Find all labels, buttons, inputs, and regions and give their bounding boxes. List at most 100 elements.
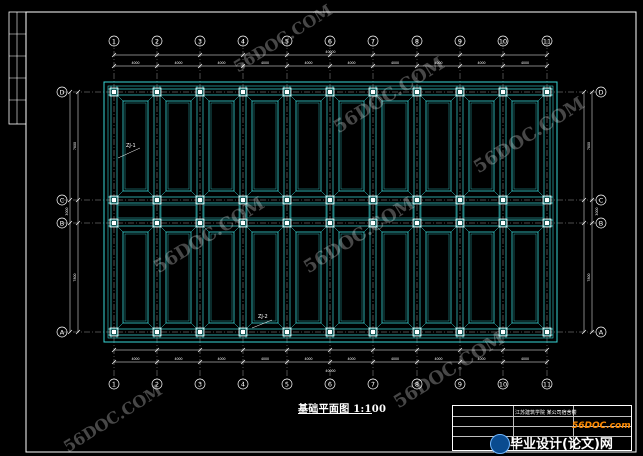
dimension-tick (327, 52, 333, 58)
dimension-text: 3000 (595, 207, 599, 215)
column (155, 198, 159, 202)
column (458, 90, 462, 94)
plan-layer: 4000400040004000400040004000400040004000… (56, 35, 607, 390)
axis-bubble (367, 35, 379, 47)
column (328, 221, 332, 225)
footing-panel (383, 233, 407, 322)
dimension-tick (581, 329, 587, 335)
column (545, 198, 549, 202)
footing-panel (468, 231, 495, 324)
dimension-tick (500, 347, 506, 353)
dimension-tick (111, 347, 117, 353)
dimension-tick (457, 63, 463, 69)
axis-bubble (411, 378, 423, 390)
title-block-rule (453, 436, 631, 437)
axis-bubble (194, 378, 206, 390)
callout-label: ZJ-2 (258, 314, 268, 320)
footing-panel (340, 102, 363, 190)
dimension-text: 4000 (434, 61, 442, 65)
footing-panel (383, 102, 407, 190)
column-footing (368, 195, 378, 205)
dimension-text: 7800 (587, 273, 591, 281)
dimension-tick (581, 220, 587, 226)
dimension-tick (589, 220, 595, 226)
footing-panel (381, 100, 409, 192)
dimension-tick (75, 329, 81, 335)
column (285, 221, 289, 225)
footing-panel (427, 233, 450, 322)
axis-label: D (59, 89, 64, 97)
dimension-text: 4000 (391, 61, 399, 65)
column-footing (325, 195, 335, 205)
footing-panel (470, 233, 493, 322)
axis-bubble (56, 86, 68, 98)
title-block-company: 江苏建筑学院 某公司宿舍楼 (515, 410, 577, 416)
binding-strip (8, 11, 27, 125)
column-footing (109, 218, 119, 228)
column-footing (109, 87, 119, 97)
footing-panel (427, 102, 450, 190)
dimension-tick (67, 329, 73, 335)
dimension-tick (581, 197, 587, 203)
dimension-tick (197, 52, 203, 58)
dimension-text: 4000 (217, 357, 225, 361)
dimension-tick (197, 63, 203, 69)
dimension-tick (500, 63, 506, 69)
axis-bubble (367, 378, 379, 390)
column (458, 330, 462, 334)
column-footing (368, 218, 378, 228)
axis-label: D (598, 89, 603, 97)
axis-label: 7 (371, 381, 375, 389)
column (198, 90, 202, 94)
title-block-rule (453, 426, 631, 427)
callout-leader (251, 319, 273, 329)
dimension-text: 4000 (477, 357, 485, 361)
footing-panel (165, 100, 192, 192)
dimension-tick (457, 52, 463, 58)
column-footing (542, 327, 552, 337)
dimension-text: 4000 (434, 357, 442, 361)
axis-label: 9 (458, 38, 462, 46)
axis-label: 5 (285, 38, 289, 46)
dimension-text: 3000 (65, 207, 69, 215)
column-footing (195, 195, 205, 205)
axis-label: 6 (328, 381, 332, 389)
axis-bubble (454, 378, 466, 390)
axis-label: A (60, 329, 65, 337)
axis-bubble (595, 194, 607, 206)
dimension-tick (154, 359, 160, 365)
footing-panel (513, 233, 537, 322)
footing-panel (425, 100, 452, 192)
dimension-tick (500, 52, 506, 58)
column-footing (238, 218, 248, 228)
dimension-tick (457, 347, 463, 353)
corridor-strip (117, 204, 154, 219)
corridor-strip (376, 204, 414, 219)
column-footing (412, 87, 422, 97)
dimension-tick (284, 63, 290, 69)
column-footing (412, 218, 422, 228)
dimension-tick (370, 347, 376, 353)
axis-label: 8 (415, 381, 419, 389)
axis-label: 6 (328, 38, 332, 46)
dimension-tick (240, 359, 246, 365)
dimension-tick (327, 347, 333, 353)
dimension-tick (589, 329, 595, 335)
axis-label: 10 (499, 381, 507, 389)
axis-bubble (151, 35, 163, 47)
column (415, 90, 419, 94)
dimension-text: 4000 (261, 357, 269, 361)
brand-name: 毕业设计(论文)网 (510, 437, 613, 452)
footing-panel (468, 100, 495, 192)
axis-label: 4 (241, 38, 245, 46)
column (241, 221, 245, 225)
footing-panel (338, 231, 365, 324)
column-footing (238, 327, 248, 337)
footing-panel (251, 100, 279, 192)
column (112, 221, 116, 225)
dimension-text: 4000 (174, 357, 182, 361)
column-footing (498, 195, 508, 205)
footing-panel (297, 233, 320, 322)
column (501, 221, 505, 225)
dimension-text: 4000 (347, 61, 355, 65)
